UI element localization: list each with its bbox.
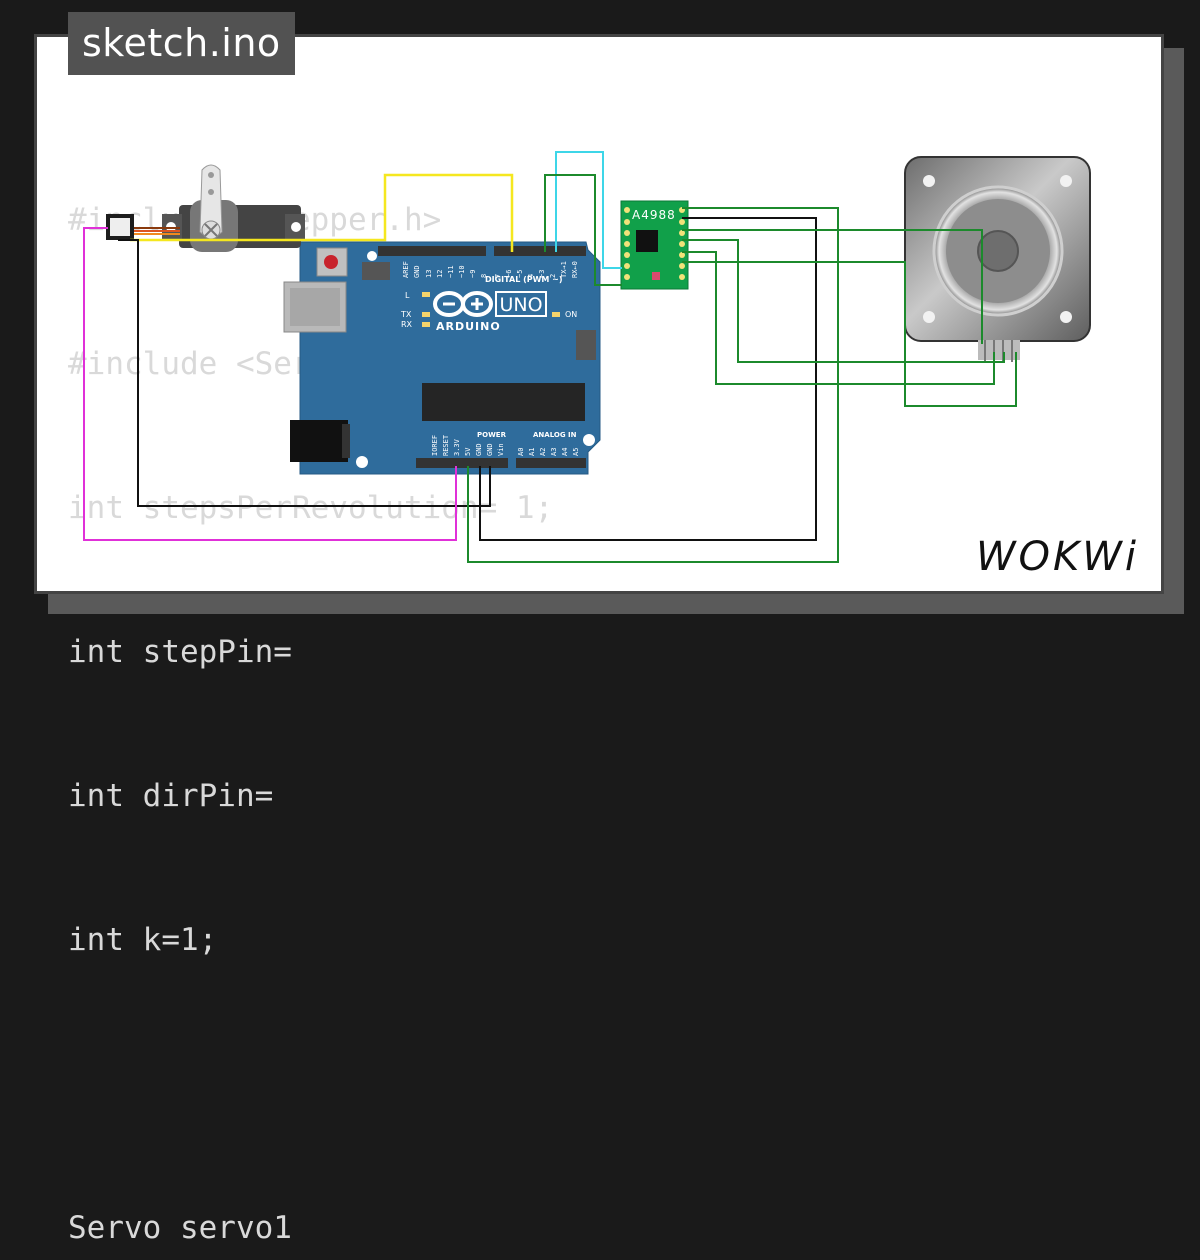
power-pin-label: GND: [486, 443, 494, 456]
wire-black-driver-gnd[interactable]: [479, 217, 817, 541]
a4988-driver[interactable]: A4988: [620, 200, 689, 290]
digital-pin-label: 2: [549, 274, 557, 278]
digital-pin-label: ~10: [458, 265, 466, 278]
digital-pin-label: ~5: [516, 270, 524, 278]
analog-pin-label: A2: [539, 448, 547, 456]
analog-pin-label: A1: [528, 448, 536, 456]
driver-label: A4988: [632, 208, 676, 222]
digital-pin-label: ~11: [447, 265, 455, 278]
digital-pin-label: RX←0: [571, 261, 579, 278]
power-pin-label: 3.3V: [453, 438, 461, 456]
servo-motor-icon[interactable]: [106, 164, 305, 252]
power-header-label: POWER: [477, 431, 507, 439]
circuit-diagram: UNO ARDUINO DIGITAL (PWM ~) POWER ANALOG…: [83, 151, 1139, 580]
code-line: [68, 1060, 553, 1108]
analog-pin-label: A3: [550, 448, 558, 456]
wokwi-logo: WOKWi: [976, 534, 1139, 580]
code-line: int stepsPerRevolution= 1;: [68, 490, 554, 526]
power-pin-label: GND: [475, 443, 483, 456]
code-line: int stepPin=: [68, 634, 311, 670]
on-led-label: ON: [565, 310, 577, 319]
digital-pin-label: 8: [480, 274, 488, 278]
digital-pin-label: TX→1: [560, 261, 568, 278]
analog-header-label: ANALOG IN: [533, 431, 577, 439]
digital-pin-label: 4: [527, 274, 535, 278]
analog-pin-label: A5: [572, 448, 580, 456]
arduino-brand-label: ARDUINO: [436, 320, 501, 333]
arduino-uno-board[interactable]: UNO ARDUINO DIGITAL (PWM ~) POWER ANALOG…: [283, 241, 601, 475]
digital-pin-label: 13: [425, 270, 433, 278]
l-led-label: L: [405, 291, 410, 300]
digital-pin-label: ~9: [469, 270, 477, 278]
digital-header-label: DIGITAL (PWM ~): [485, 275, 563, 284]
code-line: Servo servo1: [68, 1210, 292, 1246]
power-pin-label: Vin: [497, 443, 505, 456]
sketch-filename-tab[interactable]: sketch.ino: [68, 12, 295, 75]
wire-yellow[interactable]: [130, 173, 514, 252]
power-pin-label: RESET: [442, 434, 450, 456]
code-line: int k=1;: [68, 922, 218, 958]
analog-pin-label: A0: [517, 448, 525, 456]
wire-black-servo-gnd[interactable]: [118, 239, 491, 507]
header-side-label: AREF: [402, 261, 410, 278]
rx-led-label: RX: [401, 320, 413, 329]
digital-pin-label: ~3: [538, 270, 546, 278]
digital-pin-label: 7: [494, 274, 502, 278]
wire-coil-b2[interactable]: [682, 261, 1017, 407]
digital-pin-label: ~6: [505, 270, 513, 278]
wokwi-brand-text: WOKWi: [976, 534, 1139, 580]
wires: [83, 151, 1017, 563]
uno-label: UNO: [499, 294, 542, 316]
header-side-label: GND: [413, 265, 421, 278]
code-line: int dirPin=: [68, 778, 292, 814]
tx-led-label: TX: [400, 310, 412, 319]
wire-coil-a2[interactable]: [682, 239, 1005, 363]
wire-green-step[interactable]: [544, 174, 622, 286]
power-pin-label: 5V: [464, 447, 472, 456]
wire-green-driver-vdd[interactable]: [467, 207, 839, 563]
analog-pin-label: A4: [561, 448, 569, 456]
stepper-motor-icon[interactable]: [904, 156, 1091, 362]
wire-magenta-servo-vcc[interactable]: [83, 227, 457, 541]
wire-cyan[interactable]: [555, 151, 622, 269]
wire-coil-a1[interactable]: [682, 229, 983, 344]
digital-pin-label: 12: [436, 270, 444, 278]
wire-coil-b1[interactable]: [682, 251, 995, 385]
power-pin-label: IOREF: [431, 435, 439, 456]
arduino-infinity-logo: [433, 291, 493, 317]
